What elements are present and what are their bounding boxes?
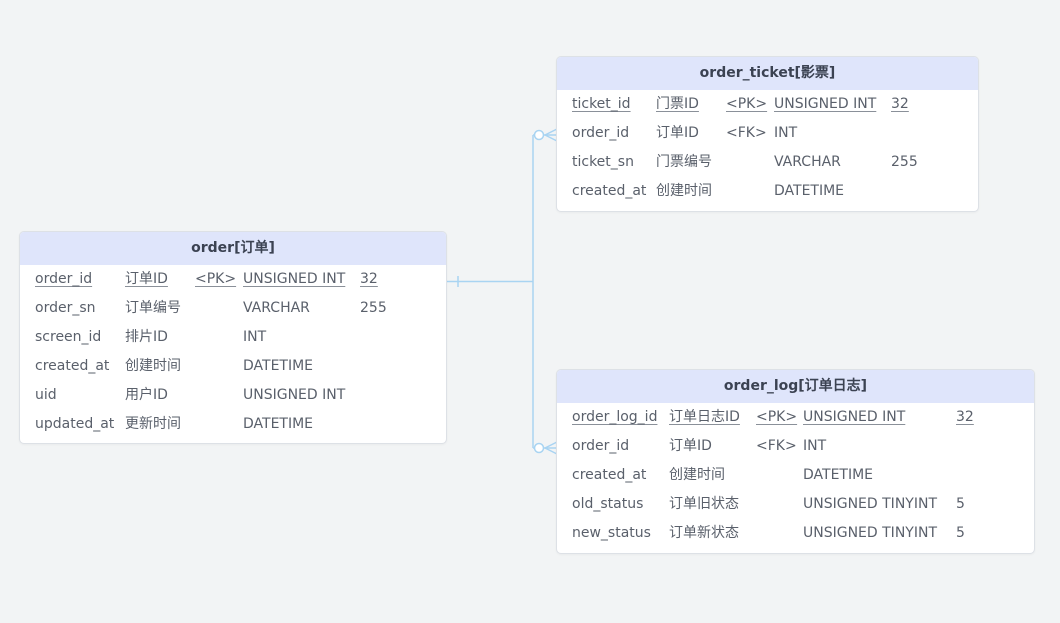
column-type: VARCHAR bbox=[243, 300, 310, 316]
column-length: 32 bbox=[360, 271, 378, 287]
column-length: 255 bbox=[891, 154, 918, 170]
table-row[interactable]: ticket_sn 门票编号 VARCHAR 255 bbox=[557, 148, 978, 177]
table-row[interactable]: old_status 订单旧状态 UNSIGNED TINYINT 5 bbox=[557, 490, 1034, 519]
column-name: created_at bbox=[35, 358, 110, 374]
table-order[interactable]: order[订单] order_id 订单ID <PK> UNSIGNED INT 32… bbox=[19, 231, 447, 444]
table-row[interactable]: created_at 创建时间 DATETIME bbox=[557, 461, 1034, 490]
table-row[interactable]: order_id 订单ID <FK> INT bbox=[557, 432, 1034, 461]
table-title: order_ticket[影票] bbox=[557, 57, 978, 90]
column-name: order_id bbox=[572, 125, 630, 141]
column-type: UNSIGNED INT bbox=[774, 96, 877, 112]
column-length: 255 bbox=[360, 300, 387, 316]
column-name: uid bbox=[35, 387, 57, 403]
table-title: order[订单] bbox=[20, 232, 446, 265]
column-key: <FK> bbox=[726, 125, 767, 141]
column-type: DATETIME bbox=[803, 467, 874, 483]
column-comment: 创建时间 bbox=[656, 183, 712, 199]
zero-cardinality-circle bbox=[533, 442, 545, 454]
column-type: INT bbox=[774, 125, 798, 141]
column-comment: 订单编号 bbox=[125, 300, 181, 316]
column-key: <PK> bbox=[756, 409, 798, 425]
column-list: order_id 订单ID <PK> UNSIGNED INT 32 order_sn 订单… bbox=[20, 265, 446, 439]
table-row[interactable]: new_status 订单新状态 UNSIGNED TINYINT 5 bbox=[557, 519, 1034, 548]
table-row[interactable]: order_log_id 订单日志ID <PK> UNSIGNED INT 32 bbox=[557, 403, 1034, 432]
column-name: new_status bbox=[572, 525, 651, 541]
column-length: 32 bbox=[956, 409, 974, 425]
column-type: UNSIGNED INT bbox=[243, 271, 346, 287]
column-name: ticket_id bbox=[572, 96, 631, 112]
zero-cardinality-circle bbox=[533, 129, 545, 141]
column-type: DATETIME bbox=[243, 358, 314, 374]
column-type: INT bbox=[803, 438, 827, 454]
column-name: old_status bbox=[572, 496, 644, 512]
column-comment: 门票编号 bbox=[656, 154, 712, 170]
column-name: created_at bbox=[572, 467, 647, 483]
table-row[interactable]: created_at 创建时间 DATETIME bbox=[20, 352, 446, 381]
column-comment: 用户ID bbox=[125, 387, 168, 403]
table-order-log[interactable]: order_log[订单日志] order_log_id 订单日志ID <PK> UN… bbox=[556, 369, 1035, 554]
table-title: order_log[订单日志] bbox=[557, 370, 1034, 403]
many-crowfoot-mark bbox=[544, 441, 558, 455]
column-name: order_sn bbox=[35, 300, 96, 316]
column-type: UNSIGNED INT bbox=[803, 409, 906, 425]
table-row[interactable]: ticket_id 门票ID <PK> UNSIGNED INT 32 bbox=[557, 90, 978, 119]
column-type: VARCHAR bbox=[774, 154, 841, 170]
column-comment: 订单日志ID bbox=[669, 409, 740, 425]
column-comment: 门票ID bbox=[656, 96, 699, 112]
table-row[interactable]: uid 用户ID UNSIGNED INT bbox=[20, 381, 446, 410]
column-comment: 订单ID bbox=[656, 125, 699, 141]
table-order-ticket[interactable]: order_ticket[影票] ticket_id 门票ID <PK> UNSIGN… bbox=[556, 56, 979, 212]
column-comment: 创建时间 bbox=[125, 358, 181, 374]
column-name: order_id bbox=[35, 271, 93, 287]
column-name: updated_at bbox=[35, 416, 115, 432]
column-name: order_id bbox=[572, 438, 630, 454]
column-comment: 订单新状态 bbox=[669, 525, 739, 541]
table-row[interactable]: order_id 订单ID <FK> INT bbox=[557, 119, 978, 148]
table-row[interactable]: order_id 订单ID <PK> UNSIGNED INT 32 bbox=[20, 265, 446, 294]
column-name: order_log_id bbox=[572, 409, 658, 425]
column-name: ticket_sn bbox=[572, 154, 634, 170]
table-row[interactable]: screen_id 排片ID INT bbox=[20, 323, 446, 352]
many-crowfoot-mark bbox=[544, 128, 558, 142]
column-type: INT bbox=[243, 329, 267, 345]
column-name: screen_id bbox=[35, 329, 102, 345]
column-comment: 订单ID bbox=[669, 438, 712, 454]
column-comment: 更新时间 bbox=[125, 416, 181, 432]
column-length: 5 bbox=[956, 496, 965, 512]
column-length: 32 bbox=[891, 96, 909, 112]
table-row[interactable]: updated_at 更新时间 DATETIME bbox=[20, 410, 446, 439]
column-key: <FK> bbox=[756, 438, 797, 454]
column-type: UNSIGNED TINYINT bbox=[803, 496, 937, 512]
column-type: DATETIME bbox=[774, 183, 845, 199]
column-type: UNSIGNED TINYINT bbox=[803, 525, 937, 541]
column-comment: 排片ID bbox=[125, 329, 168, 345]
column-length: 5 bbox=[956, 525, 965, 541]
column-comment: 创建时间 bbox=[669, 467, 725, 483]
column-list: ticket_id 门票ID <PK> UNSIGNED INT 32 order_id 订… bbox=[557, 90, 978, 206]
column-type: UNSIGNED INT bbox=[243, 387, 346, 403]
column-type: DATETIME bbox=[243, 416, 314, 432]
table-row[interactable]: created_at 创建时间 DATETIME bbox=[557, 177, 978, 206]
column-name: created_at bbox=[572, 183, 647, 199]
column-key: <PK> bbox=[726, 96, 768, 112]
column-comment: 订单旧状态 bbox=[669, 496, 739, 512]
table-row[interactable]: order_sn 订单编号 VARCHAR 255 bbox=[20, 294, 446, 323]
column-key: <PK> bbox=[195, 271, 237, 287]
column-comment: 订单ID bbox=[125, 271, 168, 287]
